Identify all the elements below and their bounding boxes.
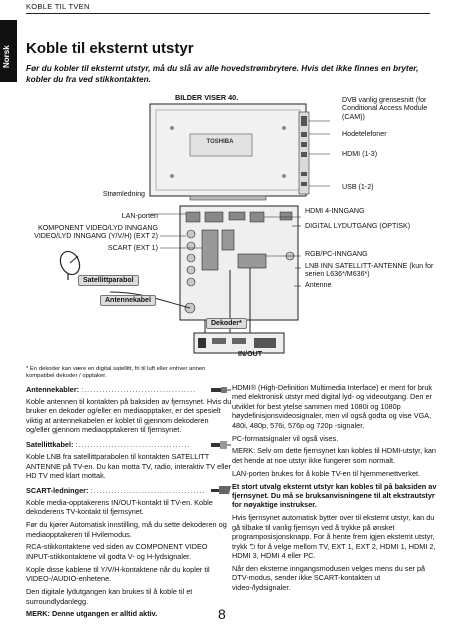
- connection-diagram: TOSHIBA: [59, 103, 330, 354]
- digital-audio-text: Den digitale lydutgangen kan brukes til …: [26, 587, 193, 606]
- yvh-text: Kople disse kablene til Y/V/H-kontaktene…: [26, 564, 210, 584]
- label-hdmi-4: HDMI 4-INNGANG: [305, 207, 365, 215]
- satellite-dish-icon: [59, 250, 81, 280]
- antenna-cables-text: Koble antennen til kontakten på baksiden…: [26, 397, 232, 435]
- hdmi-text: HDMI® (High-Definition Multimedia Interf…: [232, 383, 433, 430]
- right-column: HDMI® (High-Definition Multimedia Interf…: [232, 383, 437, 596]
- diagram-caption: BILDER VISER 40.: [175, 93, 239, 102]
- connector-panel: [179, 205, 299, 321]
- label-rgb-pc: RGB/PC-INNGANG: [305, 250, 368, 258]
- decoder-box: [193, 332, 285, 354]
- label-antenna: Antenne: [305, 281, 332, 289]
- footnote: * En dekoder kan være en digital satelli…: [26, 366, 206, 379]
- inout-label: IN/OUT: [238, 350, 263, 358]
- f-connector-icon: [211, 440, 231, 449]
- tv-brand-logo: TOSHIBA: [207, 139, 235, 145]
- lan-text: LAN-porten brukes for å koble TV-en til …: [232, 468, 421, 478]
- leader-lines: [150, 120, 330, 287]
- scart-text-1: Koble media-opptakerens IN/OUT-kontakt t…: [26, 497, 213, 517]
- label-lan-port: LAN-porten: [121, 212, 158, 220]
- warning-text: Et stort utvalg eksternt utstyr kan kobl…: [232, 481, 437, 510]
- label-headphones: Hodetelefoner: [342, 130, 387, 138]
- left-column: Antennekabler::.........................…: [26, 383, 232, 622]
- satellite-cable-text: Koble LNB fra satellittparabolen til kon…: [26, 452, 231, 480]
- scart-plug-icon: [211, 486, 231, 495]
- label-dvb-ci: DVB vanlig grensesnitt (for Conditional …: [342, 96, 428, 121]
- scart-text-2: Før du kjører Automatisk innstilling, må…: [26, 520, 227, 539]
- header-rule: [26, 13, 430, 14]
- antenna-plug-icon: [211, 386, 231, 393]
- running-header: KOBLE TIL TVEN: [26, 2, 90, 11]
- label-scart: SCART (EXT 1): [107, 244, 158, 252]
- antenna-cables-heading: Antennekabler::.........................…: [26, 383, 232, 396]
- scart-heading: SCART-ledninger::.......................…: [26, 484, 232, 497]
- satellite-cable-heading: Satellittkabel::........................…: [26, 438, 232, 451]
- rca-text: RCA-stikkontaktene ved siden av COMPONEN…: [26, 542, 208, 561]
- label-usb: USB (1-2): [342, 183, 374, 191]
- decoder-label: Dekoder*: [206, 318, 247, 329]
- intro-text: Før du kobler til eksternt utstyr, må du…: [26, 63, 419, 84]
- page-title: Koble til eksternt utstyr: [26, 40, 194, 57]
- merk-note-right: MERK: Selv om dette fjernsynet kan koble…: [232, 446, 436, 465]
- label-component-video: KOMPONENT VIDEO/LYD INNGANG VIDEO/LYD IN…: [34, 224, 158, 241]
- page-number: 8: [218, 606, 226, 622]
- dtv-mode-text: Når den eksterne inngangsmodusen velges …: [232, 563, 426, 592]
- satellite-dish-label: Satellittparabol: [78, 275, 139, 286]
- label-power-cord: Strømledning: [102, 190, 145, 198]
- pc-text: PC-formatsignaler vil også vises.: [232, 433, 339, 443]
- language-tab: Norsk: [0, 20, 17, 82]
- tv-back-panel: [149, 103, 310, 201]
- label-hdmi-1-3: HDMI (1-3): [342, 150, 378, 158]
- antenna-cable-label: Antennekabel: [100, 295, 156, 306]
- merk-note-left: MERK: Denne utgangen er alltid aktiv.: [26, 609, 158, 619]
- auto-switch-text: Hvis fjernsynet automatisk bytter over t…: [232, 513, 436, 560]
- label-digital-audio-out: DIGITAL LYDUTGANG (OPTISK): [305, 222, 411, 230]
- label-lnb: LNB INN SATELLITT-ANTENNE (kun for serie…: [305, 262, 434, 279]
